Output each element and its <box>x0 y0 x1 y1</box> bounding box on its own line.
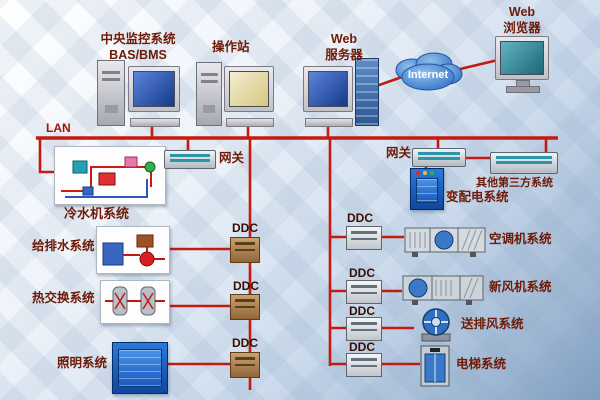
ddc-controller-icon <box>230 237 260 263</box>
water-supply-schematic-icon <box>96 226 170 274</box>
web-browser-monitor-icon <box>495 36 549 80</box>
ddc-controller-icon <box>230 352 260 378</box>
monitor-screen <box>308 71 348 107</box>
ddc-controller-icon <box>346 317 382 341</box>
heat-exchange-label: 热交换系统 <box>32 291 95 305</box>
exhaust-system-label: 送排风系统 <box>461 317 524 331</box>
ddc-controller-icon <box>346 353 382 377</box>
keyboard-icon <box>226 118 274 127</box>
water-supply-label: 给排水系统 <box>32 239 95 253</box>
elevator-icon <box>420 344 450 388</box>
exhaust-fan-icon <box>414 306 458 344</box>
ddc-controller-icon <box>230 294 260 320</box>
keyboard-icon <box>130 118 180 127</box>
ddc-label: DDC <box>233 279 259 293</box>
third-party-device-icon <box>490 152 558 174</box>
monitor-base <box>506 86 540 93</box>
web-server-tower-icon <box>355 58 379 126</box>
chiller-schematic-icon <box>54 146 166 205</box>
heat-exchange-schematic-icon <box>100 280 170 324</box>
ddc-label: DDC <box>232 336 258 350</box>
fresh-air-unit-icon <box>402 272 484 308</box>
keyboard-icon <box>305 118 353 127</box>
monitor-screen <box>229 71 269 107</box>
ddc-label: DDC <box>232 221 258 235</box>
operator-pc-monitor-icon <box>224 66 274 112</box>
gateway-left-device-icon <box>164 150 216 169</box>
internet-label: Internet <box>408 69 449 81</box>
central-pc-tower-icon <box>97 60 125 126</box>
elevator-system-label: 电梯系统 <box>456 357 507 371</box>
ddc-label: DDC <box>349 266 375 280</box>
air-conditioning-label: 空调机系统 <box>489 232 552 246</box>
ddc-label: DDC <box>347 211 373 225</box>
lan-label: LAN <box>46 121 71 135</box>
gateway-left-label: 网关 <box>219 151 245 165</box>
ddc-controller-icon <box>346 226 382 250</box>
monitor-screen <box>133 71 175 107</box>
chiller-system-label: 冷水机系统 <box>64 206 130 221</box>
ddc-controller-icon <box>346 280 382 304</box>
lighting-system-label: 照明系统 <box>57 356 108 370</box>
lighting-panel-icon <box>112 342 168 394</box>
panel-face <box>416 178 438 203</box>
web-server-label: Web 服务器 <box>325 32 363 62</box>
operator-pc-tower-icon <box>196 62 222 126</box>
ahu-unit-icon <box>404 224 486 260</box>
central-pc-monitor-icon <box>128 66 180 112</box>
ddc-label: DDC <box>349 340 375 354</box>
ddc-label: DDC <box>349 304 375 318</box>
third-party-system-label: 其他第三方系统 <box>476 177 553 189</box>
fresh-air-label: 新风机系统 <box>489 280 552 294</box>
power-panel-icon <box>410 168 444 210</box>
internet-cloud: Internet <box>395 52 463 91</box>
indicator-lights <box>416 170 434 175</box>
gateway-right-device-icon <box>412 148 466 167</box>
web-browser-label: Web 浏览器 <box>503 5 541 35</box>
web-server-monitor-icon <box>303 66 353 112</box>
operator-station-label: 操作站 <box>212 40 250 54</box>
panel-face <box>118 349 162 387</box>
central-system-label: 中央监控系统 BAS/BMS <box>100 32 176 62</box>
power-system-label: 变配电系统 <box>446 190 509 204</box>
monitor-screen <box>500 41 544 75</box>
gateway-right-label: 网关 <box>386 146 412 160</box>
